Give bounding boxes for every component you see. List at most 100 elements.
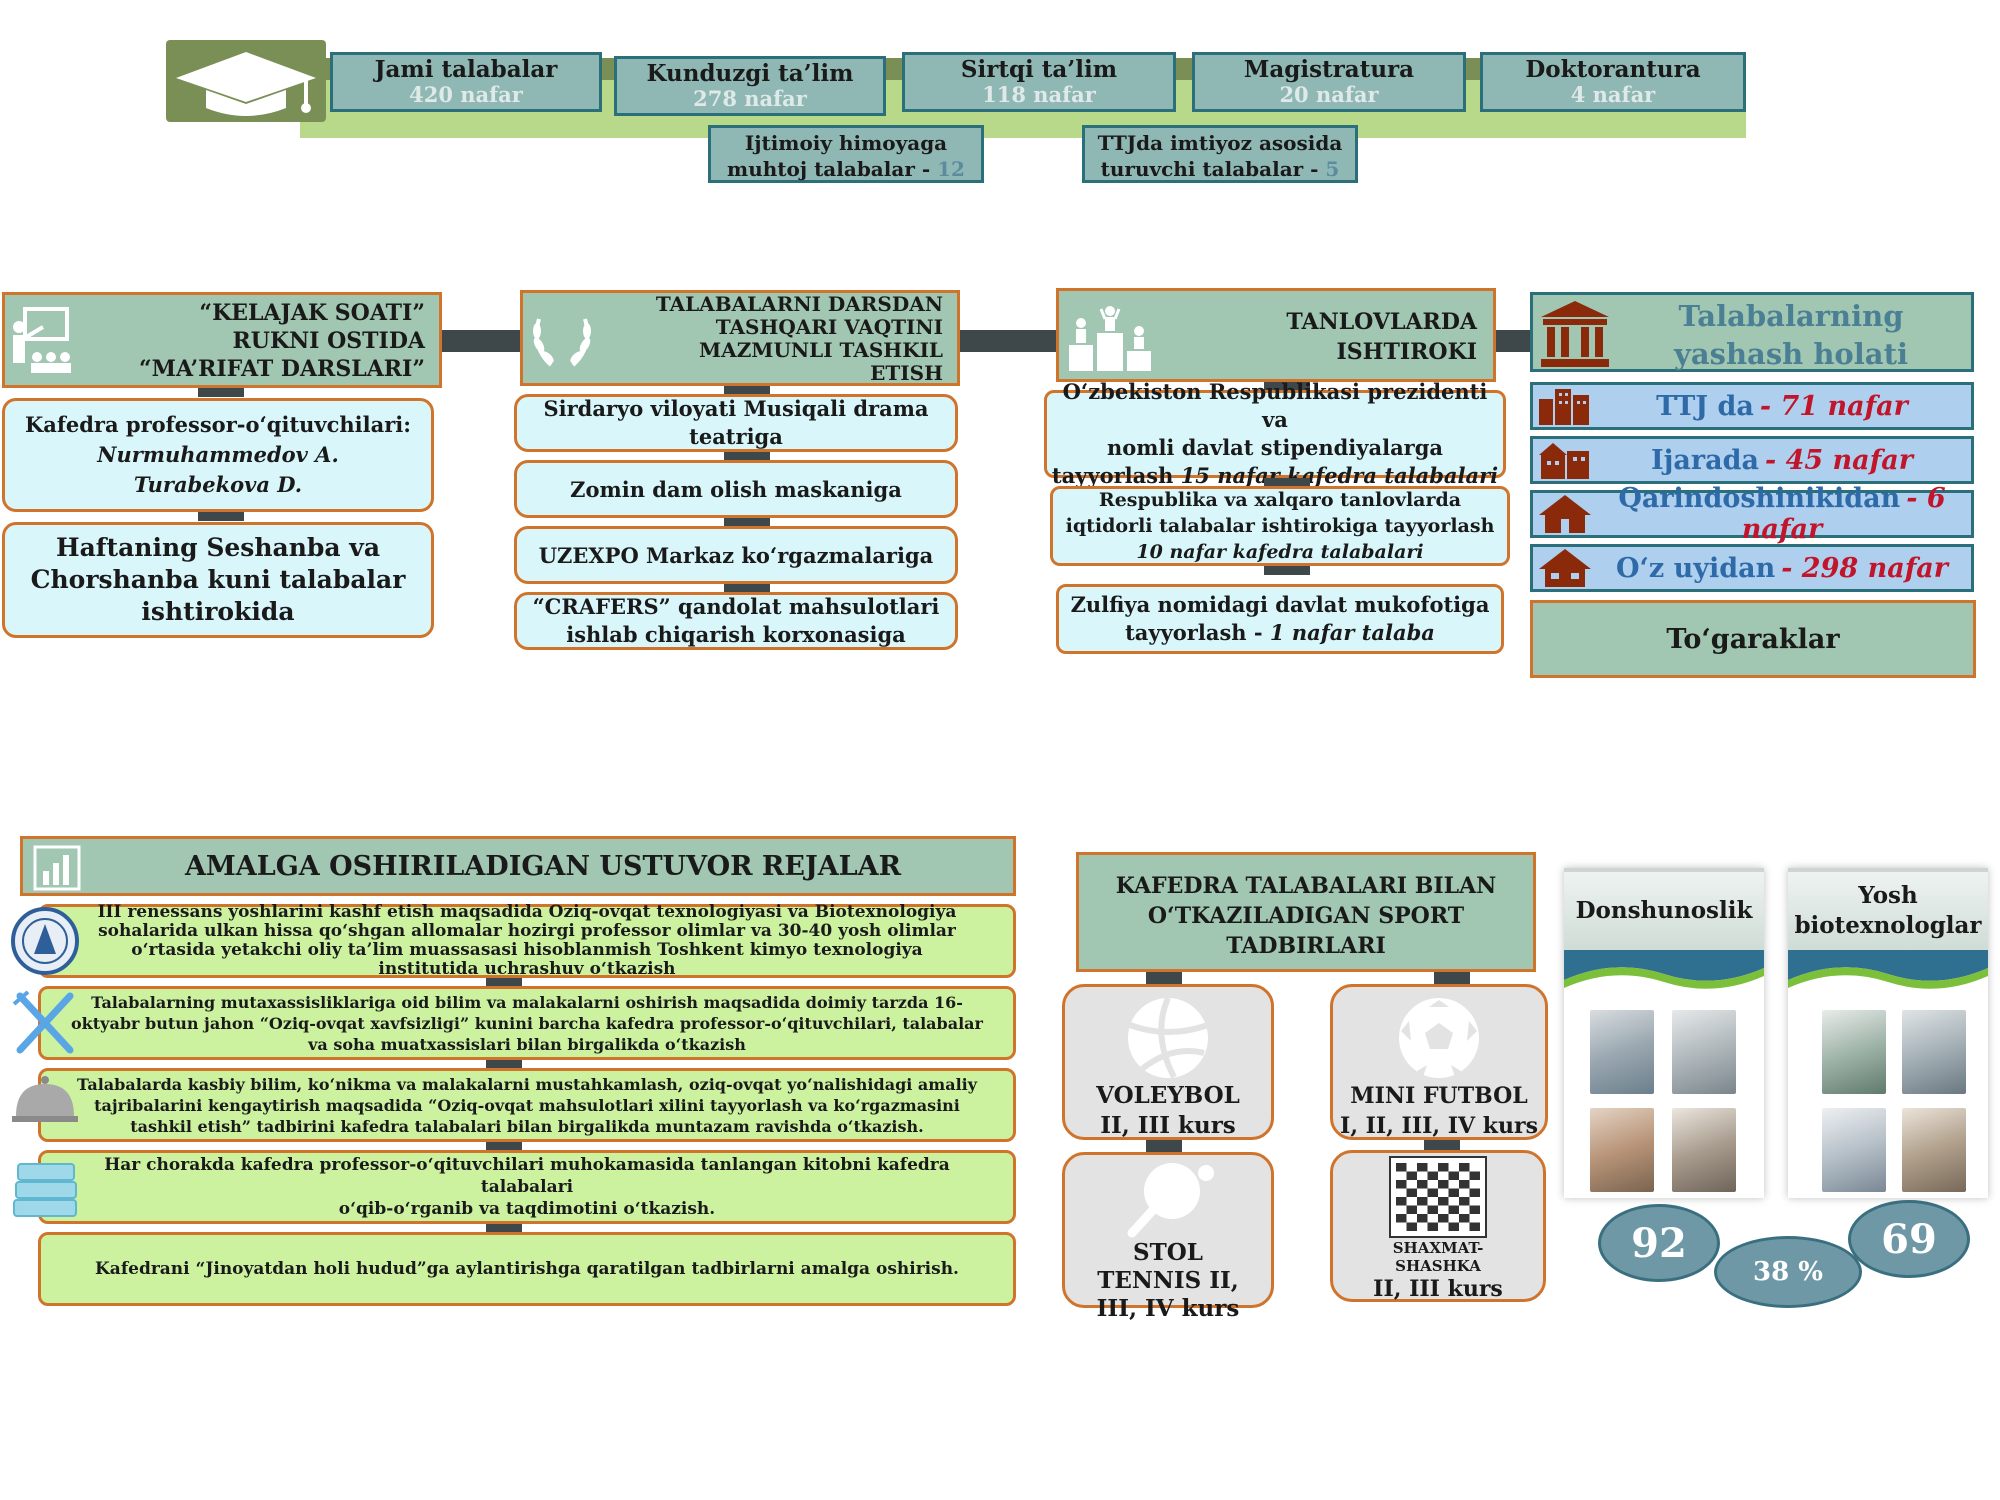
plans-title: AMALGA OSHIRILADIGAN USTUVOR REJALAR: [184, 851, 902, 882]
sport-header: KAFEDRA TALABALARI BILAN O‘TKAZILADIGAN …: [1076, 852, 1536, 972]
living-row-dormitory: TTJ da- 71 nafar: [1530, 382, 1974, 430]
sport-mini-football: MINI FUTBOL I, II, III, IV kurs: [1330, 984, 1548, 1140]
sub-stat-line: TTJda imtiyoz asosida: [1097, 131, 1343, 155]
bar-chart-icon: [33, 845, 81, 891]
stem: [1424, 1140, 1460, 1152]
plan-line: institutida uchrashuv o‘tkazish: [378, 959, 676, 979]
tanlov-header: TANLOVLARDA ISHTIROKI: [1056, 288, 1496, 382]
stat-social-protection: Ijtimoiy himoyaga muhtoj talabalar - 12: [708, 125, 984, 183]
stat-masters: Magistratura 20 nafar: [1192, 52, 1466, 112]
living-value: - 71 nafar: [1759, 390, 1908, 422]
tanlov-item-competitions: Respublika va xalqaro tanlovlarda iqtido…: [1050, 486, 1510, 566]
plan-line: o‘rtasida yetakchi oliy ta’lim muassasas…: [131, 940, 923, 960]
club-photo: [1590, 1108, 1654, 1192]
university-seal-icon: [11, 907, 79, 975]
plan-line: Kafedrani “Jinoyatdan holi hudud”ga ayla…: [95, 1259, 959, 1279]
sport-label: SHASHKA: [1395, 1257, 1481, 1275]
serving-cloche-icon: [12, 1076, 78, 1122]
stem: [1264, 382, 1310, 391]
volleyball-icon: [1128, 996, 1209, 1079]
sport-title-line: KAFEDRA TALABALARI BILAN: [1115, 873, 1497, 899]
living-title: Talabalarning: [1678, 299, 1904, 333]
plan-line: tajribalarini kengaytirish maqsadida “Oz…: [94, 1095, 960, 1115]
plan-item-4: Har chorakda kafedra professor-o‘qituvch…: [38, 1150, 1016, 1224]
stat-correspondence: Sirtqi ta’lim 118 nafar: [902, 52, 1176, 112]
stat-title: Magistratura: [1243, 56, 1415, 83]
stat-title: Sirtqi ta’lim: [960, 56, 1118, 83]
kelajak-schedule-card: Haftaning Seshanba va Chorshanba kuni ta…: [2, 522, 434, 638]
sub-stat-number: 5: [1325, 157, 1340, 181]
stat-value: 4 nafar: [1570, 82, 1656, 107]
card-line: iqtidorli talabalar ishtirokiga tayyorla…: [1065, 515, 1495, 537]
card-line: “CRAFERS” qandolat mahsulotlari: [532, 594, 940, 619]
tanlov-item-stipend: O‘zbekiston Respublikasi prezidenti va n…: [1044, 379, 1506, 488]
stem: [724, 518, 770, 527]
header-line: ISHTIROKI: [1336, 339, 1478, 365]
plan-line: tashkil etish” tadbirini kafedra talabal…: [130, 1116, 924, 1136]
institution-building-icon: [1541, 301, 1609, 367]
teacher-board-icon: [13, 307, 71, 373]
living-row-relatives: Qarindoshinikidan- 6 nafar: [1530, 483, 1974, 545]
living-label: O‘z uyidan: [1615, 552, 1776, 584]
plan-item-1: III renessans yoshlarini kashf etish maq…: [38, 903, 1016, 979]
card-line: Sirdaryo viloyati Musiqali drama: [543, 396, 929, 421]
stat-doctorate: Doktorantura 4 nafar: [1480, 52, 1746, 112]
tanlov-item-zulfiya: Zulfiya nomidagi davlat mukofotiga tayyo…: [1056, 584, 1504, 654]
plan-item-3: Talabalarda kasbiy bilim, ko‘nikma va ma…: [38, 1068, 1016, 1142]
stat-value: 20 nafar: [1279, 82, 1379, 107]
sport-table-tennis: STOL TENNIS II, III, IV kurs: [1062, 1152, 1274, 1322]
stat-title: Jami talabalar: [374, 56, 558, 83]
card-title: Kafedra professor-o‘qituvchilari:: [24, 412, 412, 437]
fork-knife-icon: [12, 990, 74, 1054]
dars-item-uzexpo: UZEXPO Markaz ko‘rgazmalariga: [514, 526, 958, 584]
card-line: nomli davlat stipendiyalarga: [1106, 435, 1444, 460]
stat-value: 118 nafar: [982, 82, 1096, 107]
books-stack-icon: [13, 1163, 77, 1217]
clubs-button[interactable]: To‘garaklar: [1530, 600, 1976, 678]
podium-icon: [1069, 306, 1151, 371]
house-icon: [1539, 495, 1591, 533]
stem: [724, 584, 770, 593]
rented-house-icon: [1539, 443, 1589, 479]
living-label: Ijarada: [1650, 444, 1759, 476]
dars-item-zomin: Zomin dam olish maskaniga: [514, 460, 958, 518]
living-row-own-home: O‘z uyidan- 298 nafar: [1530, 544, 1974, 592]
stat-value: 278 nafar: [693, 86, 807, 111]
club-photo: [1822, 1108, 1886, 1192]
club-count-right: 69: [1848, 1200, 1970, 1278]
stem: [724, 386, 770, 395]
ping-pong-paddle-icon: [1127, 1163, 1214, 1238]
sport-course: II, III kurs: [1100, 1112, 1236, 1139]
home-icon: [1539, 549, 1591, 587]
card-line: ishlab chiqarish korxonasiga: [566, 622, 906, 647]
stat-title: Kunduzgi ta’lim: [646, 60, 854, 87]
header-line: ETISH: [870, 361, 943, 385]
chessboard-icon: [1389, 1156, 1487, 1238]
club-card-donshunoslik: Donshunoslik: [1564, 868, 1764, 1198]
stem: [486, 1060, 522, 1068]
stem: [486, 1142, 522, 1150]
club-photo: [1590, 1010, 1654, 1094]
city-buildings-icon: [1539, 389, 1589, 425]
living-value: - 298 nafar: [1781, 552, 1949, 584]
living-header: Talabalarning yashash holati: [1530, 292, 1974, 372]
header-line: MAZMUNLI TASHKIL: [699, 338, 943, 362]
club-title-line: biotexnologlar: [1794, 912, 1982, 939]
living-label: TTJ da: [1656, 390, 1754, 422]
card-line: Zulfiya nomidagi davlat mukofotiga: [1070, 592, 1490, 617]
graduation-cap-icon: [176, 52, 316, 116]
club-photo: [1822, 1010, 1886, 1094]
sub-stat-number: 12: [937, 157, 965, 181]
plan-line: Talabalarda kasbiy bilim, ko‘nikma va ma…: [76, 1074, 978, 1094]
sub-stat-line: Ijtimoiy himoyaga: [744, 131, 948, 155]
club-photo: [1672, 1010, 1736, 1094]
sub-stat-line: turuvchi talabalar - 5: [1100, 157, 1340, 181]
sport-label: MINI FUTBOL: [1350, 1083, 1528, 1109]
sport-label: TENNIS II,: [1097, 1267, 1239, 1294]
stem: [1146, 972, 1182, 984]
plan-item-2: Talabalarning mutaxassisliklariga oid bi…: [38, 986, 1016, 1060]
card-line: O‘zbekiston Respublikasi prezidenti va: [1062, 379, 1488, 432]
card-line: Chorshanba kuni talabalar: [30, 565, 406, 594]
card-line: UZEXPO Markaz ko‘rgazmalariga: [538, 542, 934, 568]
